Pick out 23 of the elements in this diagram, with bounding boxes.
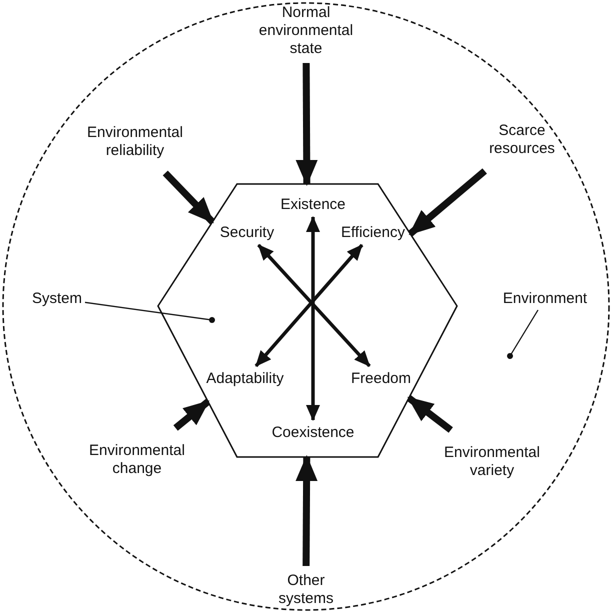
text-label: Environment [499,290,591,308]
arrow [173,398,210,431]
arrow [408,168,487,236]
text-label: Security [212,224,282,242]
text-label: Environmental variety [432,444,552,480]
text-label: Environmental change [77,442,197,478]
text-label: Freedom [346,370,416,388]
text-label: Normal environmental state [250,4,362,58]
text-label: System [29,290,85,308]
text-label: Existence [268,196,358,214]
text-label: Adaptability [197,370,293,388]
leader-line [84,302,215,323]
leader-line [507,310,539,359]
text-label: Environmental reliability [75,124,195,160]
arrow [296,455,318,566]
text-label: Efficiency [335,224,411,242]
arrow [406,395,453,433]
arrow [296,62,318,186]
text-label: Coexistence [265,424,361,442]
double-arrow [306,216,320,421]
arrow [162,170,216,224]
text-label: Other systems [266,572,346,608]
text-label: Scarce resources [477,122,567,158]
